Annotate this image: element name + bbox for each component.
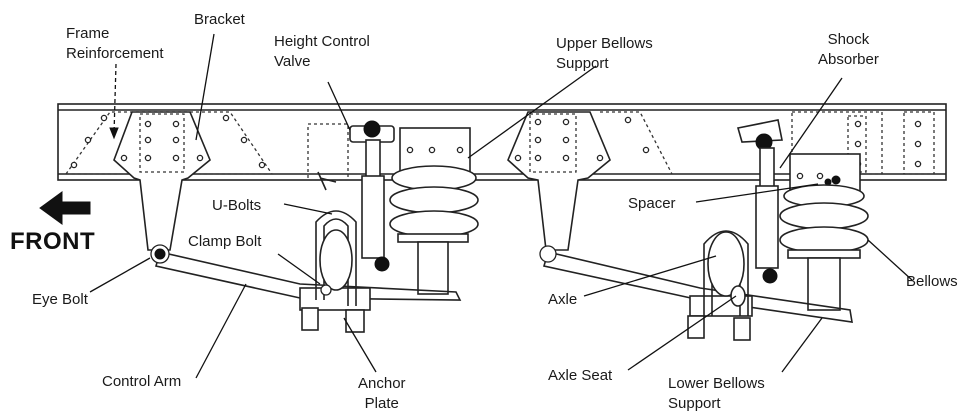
label-height-control-valve: Height Control Valve — [274, 32, 370, 72]
label-u-bolts: U-Bolts — [212, 197, 262, 214]
label-upper-bellows-support-line2: Support — [556, 55, 609, 72]
label-axle: Axle — [548, 291, 578, 308]
label-height-control-valve-line2: Valve — [274, 53, 311, 70]
label-anchor-plate-line2: Plate — [364, 395, 399, 412]
label-lower-bellows-support: Lower Bellows Support — [668, 374, 765, 414]
label-shock-absorber-line1: Shock — [827, 31, 870, 48]
front-u-bolts — [301, 210, 365, 333]
label-height-control-valve-line1: Height Control — [274, 33, 370, 50]
rear-shock-absorber — [736, 119, 783, 284]
frame-reinforcement — [65, 111, 274, 175]
label-anchor-plate-line1: Anchor — [358, 375, 406, 392]
label-spacer: Spacer — [628, 195, 676, 212]
rear-bellows — [779, 153, 869, 311]
label-clamp-bolt: Clamp Bolt — [188, 233, 262, 250]
front-direction-label: FRONT — [10, 228, 96, 255]
front-bracket — [113, 111, 211, 251]
rear-frame-plates — [791, 111, 935, 175]
label-frame-reinforcement: Frame Reinforcement — [66, 24, 164, 64]
label-lower-bellows-support-line2: Support — [668, 395, 721, 412]
rear-bracket — [507, 111, 673, 251]
label-upper-bellows-support: Upper Bellows Support — [556, 34, 653, 74]
height-control-valve — [307, 123, 349, 191]
label-bracket: Bracket — [194, 11, 245, 28]
front-bellows — [389, 127, 479, 295]
label-eye-bolt: Eye Bolt — [32, 291, 88, 308]
label-lower-bellows-support-line1: Lower Bellows — [668, 375, 765, 392]
label-axle-seat: Axle Seat — [548, 367, 613, 384]
label-control-arm: Control Arm — [102, 373, 182, 390]
label-upper-bellows-support-line1: Upper Bellows — [556, 35, 653, 52]
label-anchor-plate: Anchor Plate — [358, 374, 406, 414]
front-shock-absorber — [349, 120, 395, 272]
rear-u-bolts — [687, 230, 751, 341]
label-shock-absorber: Shock Absorber — [818, 30, 879, 70]
label-bellows: Bellows — [906, 273, 958, 290]
label-shock-absorber-line2: Absorber — [818, 51, 879, 68]
label-frame-reinforcement-line1: Frame — [66, 25, 110, 42]
front-control-arm — [150, 244, 462, 311]
leader-lines — [89, 33, 913, 379]
arrow-left-icon — [39, 191, 91, 225]
label-frame-reinforcement-line2: Reinforcement — [66, 45, 164, 62]
